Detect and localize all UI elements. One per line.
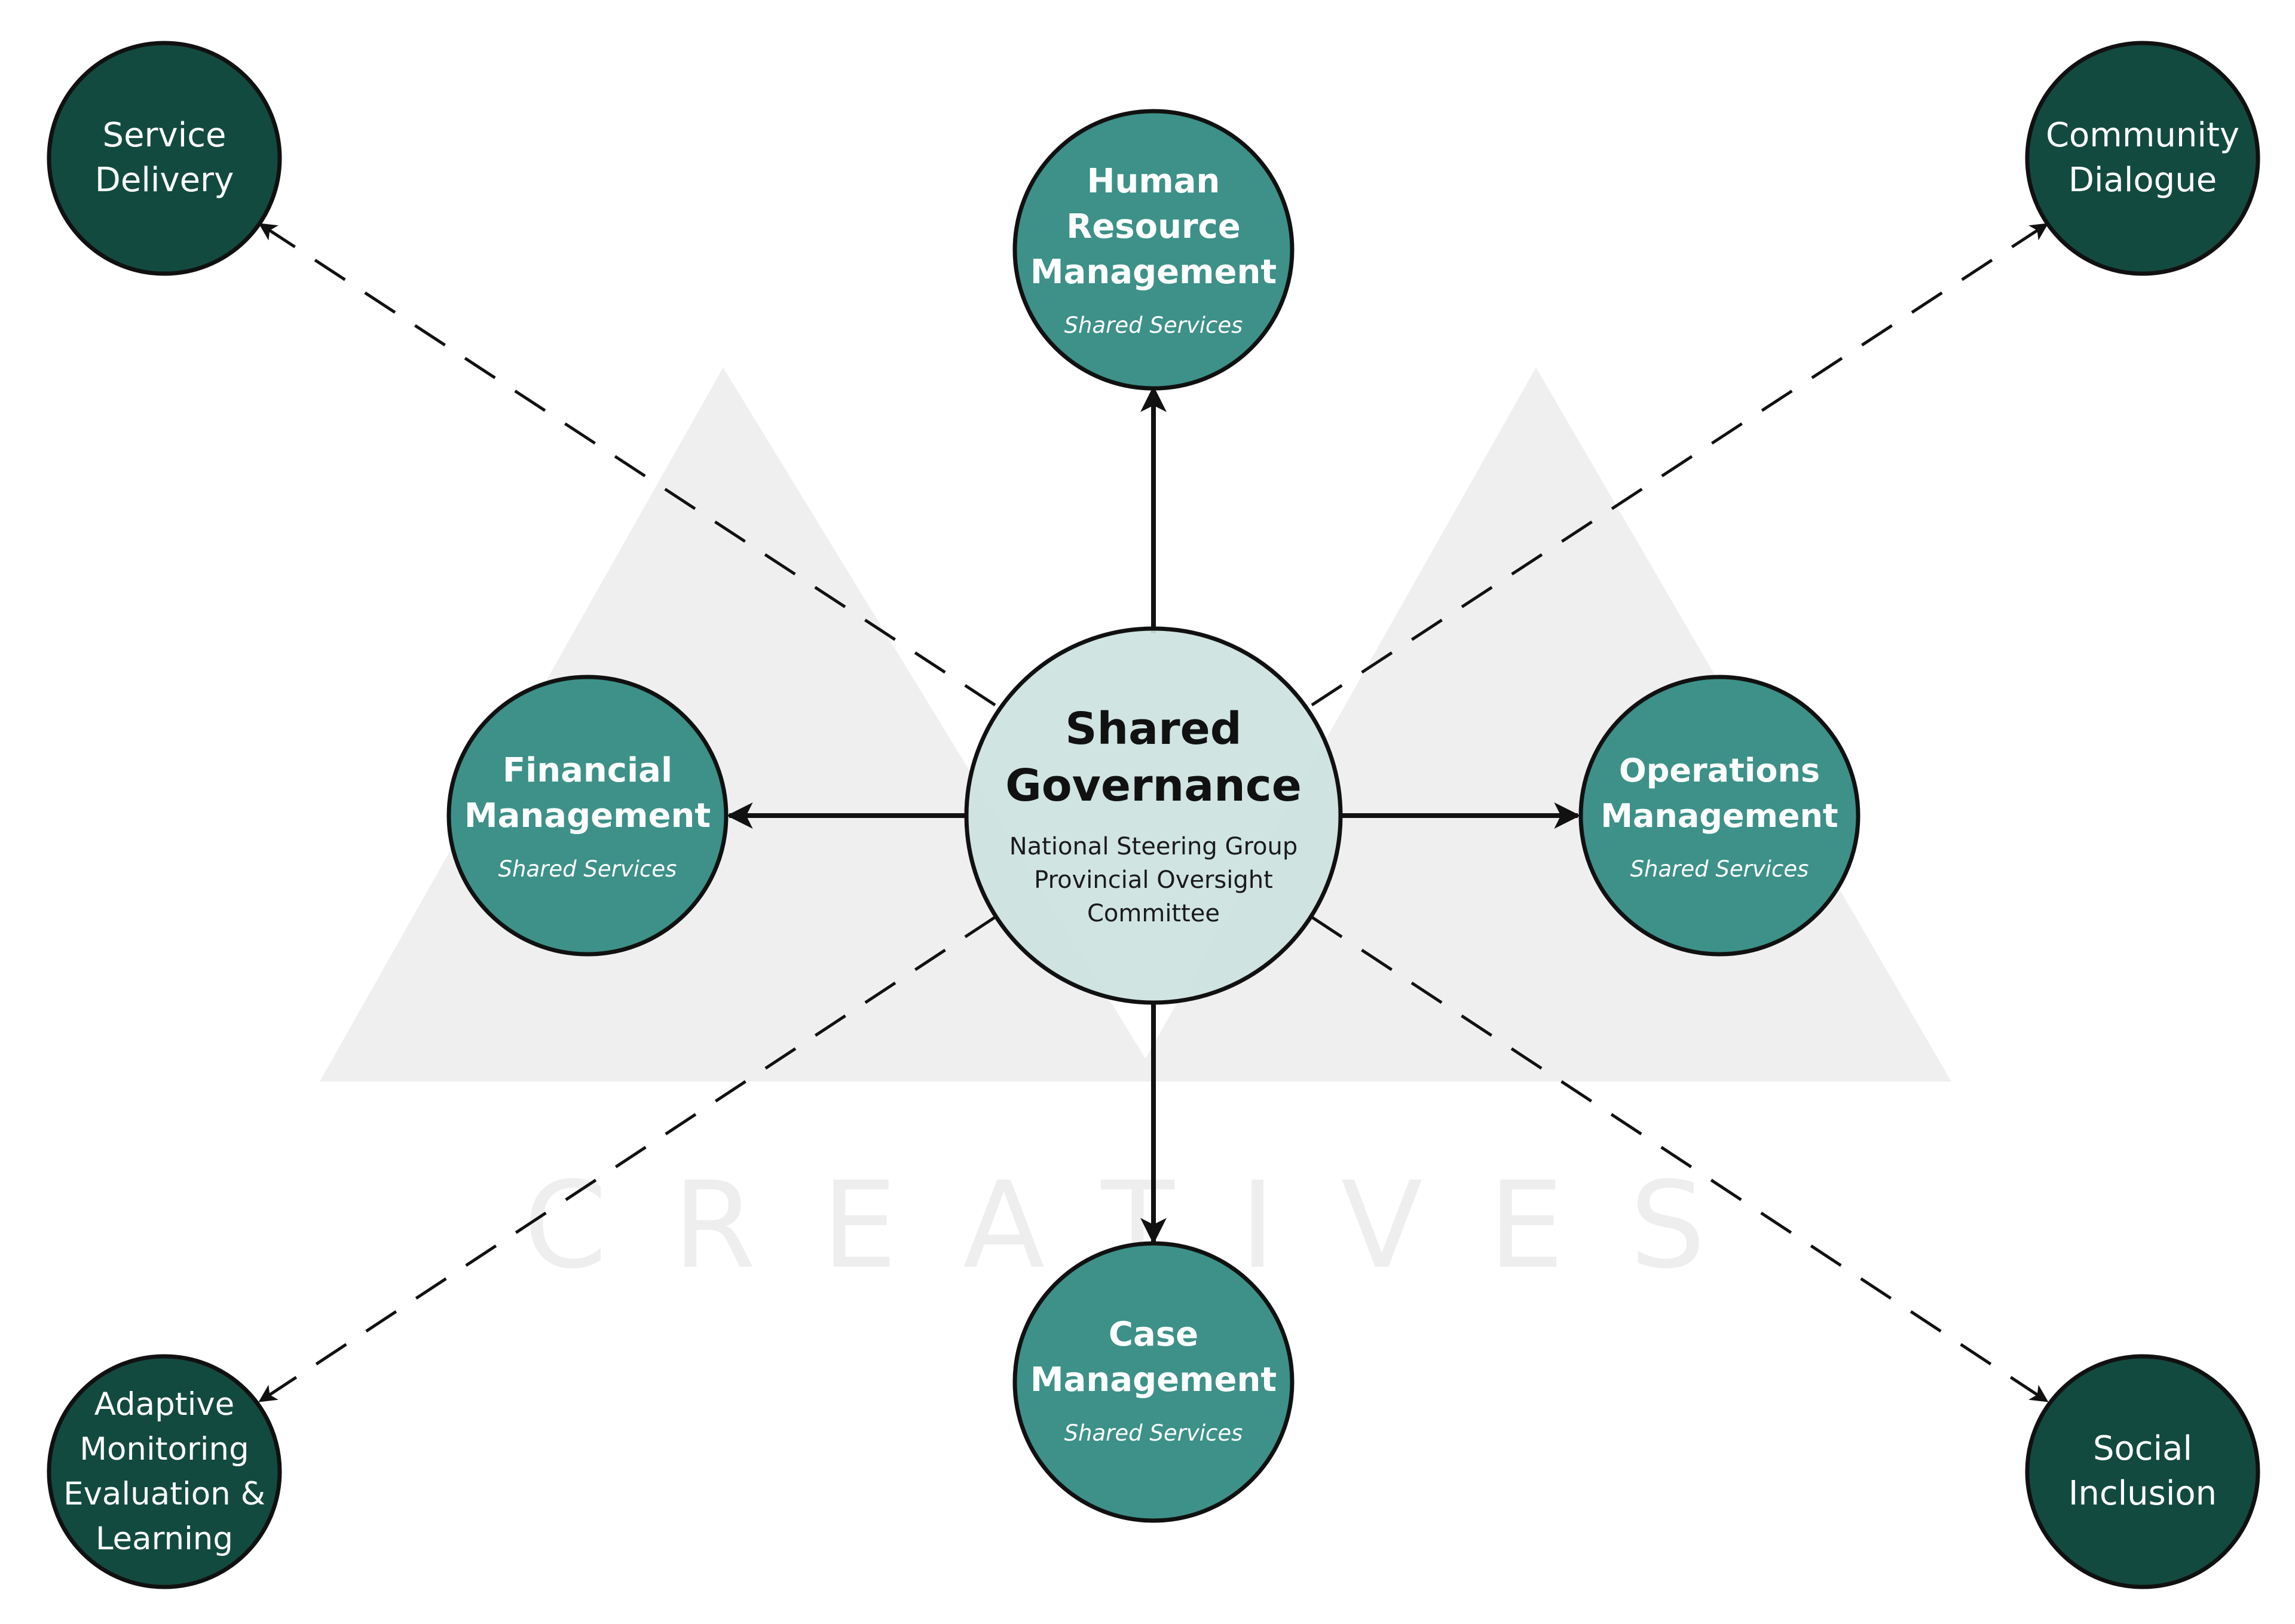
node-financial-management: Financial Management Shared Services: [446, 675, 729, 957]
center-sub-line3: Committee: [1087, 900, 1220, 927]
adaptive-mel-line4: Learning: [96, 1521, 233, 1557]
hr-line2: Resource: [1066, 207, 1241, 246]
center-title-line1: Shared: [1065, 703, 1242, 755]
center-sub-line1: National Steering Group: [1009, 833, 1298, 860]
node-service-delivery: Service Delivery: [47, 41, 282, 276]
operations-sub: Shared Services: [1630, 856, 1809, 882]
dashed-connectors: [258, 222, 2049, 1403]
case-line1: Case: [1109, 1315, 1198, 1354]
node-adaptive-mel: Adaptive Monitoring Evaluation & Learnin…: [47, 1354, 282, 1589]
service-delivery-line2: Delivery: [95, 161, 234, 200]
hr-line3: Management: [1030, 253, 1277, 292]
financial-sub: Shared Services: [498, 856, 677, 882]
node-community-dialogue: Community Dialogue: [2025, 41, 2260, 276]
node-case-management: Case Management Shared Services: [1012, 1241, 1295, 1523]
center-title-line2: Governance: [1005, 760, 1302, 811]
social-inclusion-line1: Social: [2093, 1429, 2192, 1468]
operations-line1: Operations: [1619, 752, 1820, 789]
node-operations-management: Operations Management Shared Services: [1578, 675, 1861, 957]
hr-line1: Human: [1087, 162, 1220, 201]
connector-to-service-delivery: [258, 222, 996, 707]
adaptive-mel-line3: Evaluation &: [63, 1476, 265, 1512]
community-dialogue-line1: Community: [2046, 116, 2239, 155]
node-shared-governance: Shared Governance National Steering Grou…: [964, 626, 1343, 1005]
social-inclusion-line2: Inclusion: [2068, 1474, 2217, 1513]
case-line2: Management: [1030, 1361, 1277, 1399]
hr-sub: Shared Services: [1064, 312, 1243, 338]
financial-line2: Management: [464, 796, 711, 835]
adaptive-mel-line1: Adaptive: [94, 1386, 235, 1423]
case-sub: Shared Services: [1064, 1420, 1243, 1446]
center-sub-line2: Provincial Oversight: [1034, 866, 1273, 894]
community-dialogue-line2: Dialogue: [2068, 161, 2217, 200]
connector-to-social-inclusion: [1311, 915, 2049, 1403]
service-delivery-line1: Service: [103, 116, 227, 155]
solid-connectors: [726, 385, 1581, 1245]
node-hr-management: Human Resource Management Shared Service…: [1012, 109, 1295, 391]
connector-to-community-dialogue: [1311, 222, 2049, 707]
adaptive-mel-line2: Monitoring: [79, 1431, 249, 1467]
node-social-inclusion: Social Inclusion: [2025, 1354, 2260, 1589]
financial-line1: Financial: [503, 751, 672, 790]
operations-line2: Management: [1601, 797, 1838, 835]
connector-to-adaptive-mel: [258, 915, 996, 1403]
